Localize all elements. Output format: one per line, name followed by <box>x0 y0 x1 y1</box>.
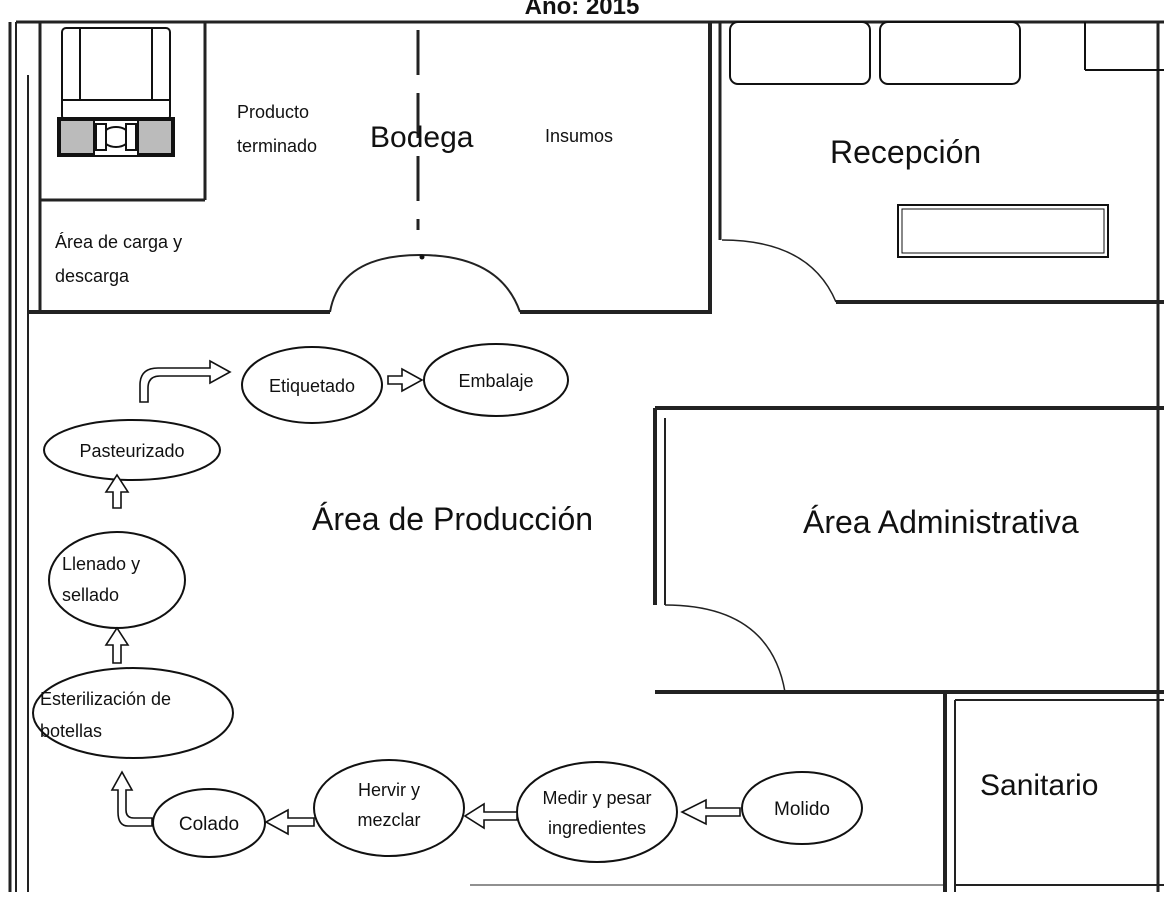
finished-product-line1: Producto <box>237 102 309 122</box>
svg-text:Colado: Colado <box>179 814 239 835</box>
arrow-llenado-to-pasteurizado <box>104 473 130 509</box>
svg-text:Etiquetado: Etiquetado <box>269 376 355 396</box>
admin-walls <box>653 406 1164 694</box>
step-embalaje: Embalaje <box>423 343 569 417</box>
sofa-right <box>879 21 1021 85</box>
arrow-hervir-to-colado <box>264 808 315 836</box>
production-label: Área de Producción <box>312 501 593 537</box>
loading-label-line2: descarga <box>55 266 130 286</box>
step-molido: Molido <box>741 771 863 845</box>
svg-text:Esterilización de: Esterilización de <box>40 689 171 709</box>
truck-icon <box>57 27 175 157</box>
reception-label: Recepción <box>830 134 981 170</box>
admin-label: Área Administrativa <box>803 504 1079 540</box>
step-etiquetado: Etiquetado <box>241 346 383 424</box>
svg-text:Embalaje: Embalaje <box>458 371 533 391</box>
supplies-label: Insumos <box>545 126 613 146</box>
svg-text:Pasteurizado: Pasteurizado <box>79 441 184 461</box>
arrow-colado-to-esterilizacion <box>110 770 153 827</box>
arrow-etiquetado-to-embalaje <box>387 367 424 393</box>
svg-text:Hervir y: Hervir y <box>358 780 420 800</box>
step-esterilizacion: Esterilización de botellas <box>32 667 234 759</box>
loading-label-line1: Área de carga y <box>55 232 182 252</box>
step-medir-pesar: Medir y pesar ingredientes <box>516 761 678 863</box>
svg-text:mezclar: mezclar <box>357 810 420 830</box>
restroom-walls <box>943 692 1164 892</box>
arrow-esterilizacion-to-llenado <box>104 626 130 664</box>
svg-text:ingredientes: ingredientes <box>548 818 646 838</box>
sofa-left <box>729 21 871 85</box>
reception-desk <box>897 204 1109 258</box>
svg-text:Medir y pesar: Medir y pesar <box>542 788 651 808</box>
arrow-medir-to-hervir <box>463 802 518 830</box>
svg-text:sellado: sellado <box>62 585 119 605</box>
top-rooms-walls <box>28 22 1164 314</box>
warehouse-label: Bodega <box>370 121 474 154</box>
restroom-label: Sanitario <box>980 769 1098 802</box>
svg-text:botellas: botellas <box>40 721 102 741</box>
step-llenado-sellado: Llenado y sellado <box>48 531 186 629</box>
svg-text:Llenado y: Llenado y <box>62 554 140 574</box>
step-hervir-mezclar: Hervir y mezclar <box>313 759 465 857</box>
plan-title: Año: 2015 <box>525 0 640 20</box>
svg-text:Molido: Molido <box>774 799 830 820</box>
arrow-pasteurizado-to-etiquetado <box>139 359 232 403</box>
finished-product-line2: terminado <box>237 136 317 156</box>
arrow-molido-to-medir <box>680 798 741 826</box>
reception-furniture <box>729 21 1164 258</box>
step-pasteurizado: Pasteurizado <box>43 419 221 481</box>
step-colado: Colado <box>152 788 266 858</box>
